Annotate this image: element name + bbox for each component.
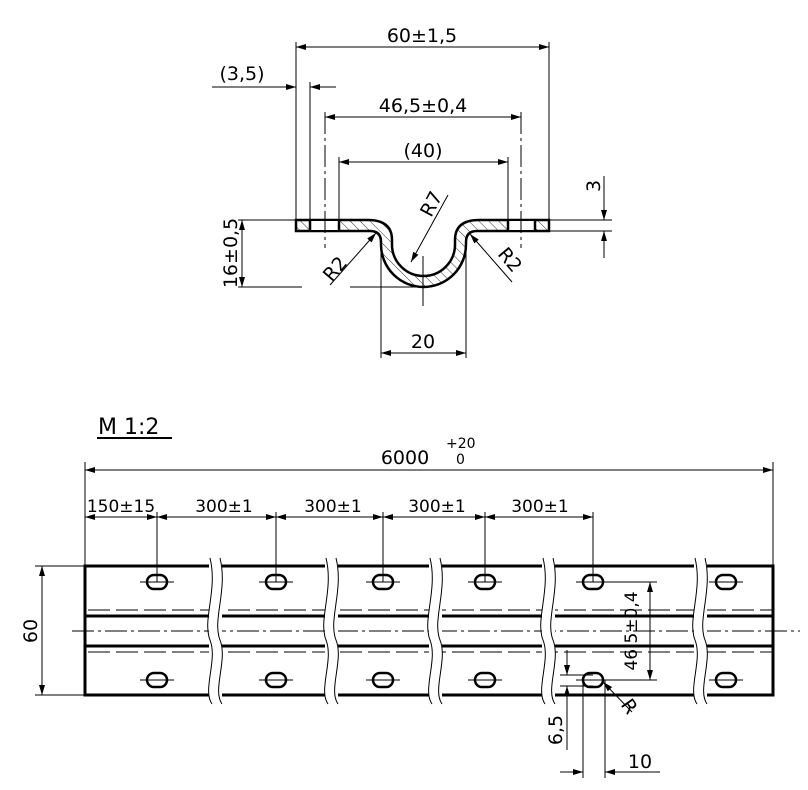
break-lines [207, 557, 708, 705]
dim-hole-edge: 6,5 [545, 715, 567, 745]
break-line [540, 557, 546, 705]
break-gap [542, 560, 555, 702]
break-line [333, 557, 339, 705]
dim-flat: (40) [403, 140, 442, 162]
dim-rail-width: 60 [20, 619, 42, 643]
scale-label: M 1:2 [98, 415, 159, 440]
break-line [207, 557, 213, 705]
radius-inner: R7 [416, 188, 447, 221]
break-line [550, 557, 556, 705]
break-line [427, 557, 433, 705]
dim-length-tol-lower: 0 [456, 452, 465, 468]
dim-height: 16±0,5 [220, 218, 242, 288]
dim-length-tol-upper: +20 [446, 436, 476, 452]
break-line [323, 557, 329, 705]
hole-radius: R [616, 695, 642, 718]
break-line [217, 557, 223, 705]
break-gap [209, 560, 222, 702]
dim-hole-spacing: 46,5±0,4 [622, 591, 642, 670]
break-line [692, 557, 698, 705]
dim-edge: (3,5) [219, 63, 264, 85]
break-line [702, 557, 708, 705]
dim-pitch: 300±1 [304, 497, 362, 517]
plan-view: M 1:2 [20, 415, 800, 778]
section-view: 60±1,5 (3,5) 46,5±0,4 (40) 3 16±0,5 R7 R… [212, 25, 612, 358]
break-gap [325, 560, 338, 702]
dim-thickness: 3 [583, 180, 605, 192]
break-gap [429, 560, 442, 702]
dim-hole-length: 10 [628, 751, 652, 773]
break-gap [694, 560, 707, 702]
break-line [437, 557, 443, 705]
dim-width: 60±1,5 [387, 25, 457, 47]
radius-right: R2 [493, 243, 526, 277]
dim-pitch: 300±1 [408, 497, 466, 517]
dim-hole-spacing: 46,5±0,4 [379, 95, 467, 117]
dim-length: 6000 [381, 447, 429, 469]
dim-pitch: 300±1 [195, 497, 253, 517]
dim-first-pitch: 150±15 [87, 497, 155, 517]
dim-pitch: 300±1 [511, 497, 569, 517]
radius-left: R2 [319, 252, 352, 286]
dim-channel-width: 20 [411, 331, 435, 353]
